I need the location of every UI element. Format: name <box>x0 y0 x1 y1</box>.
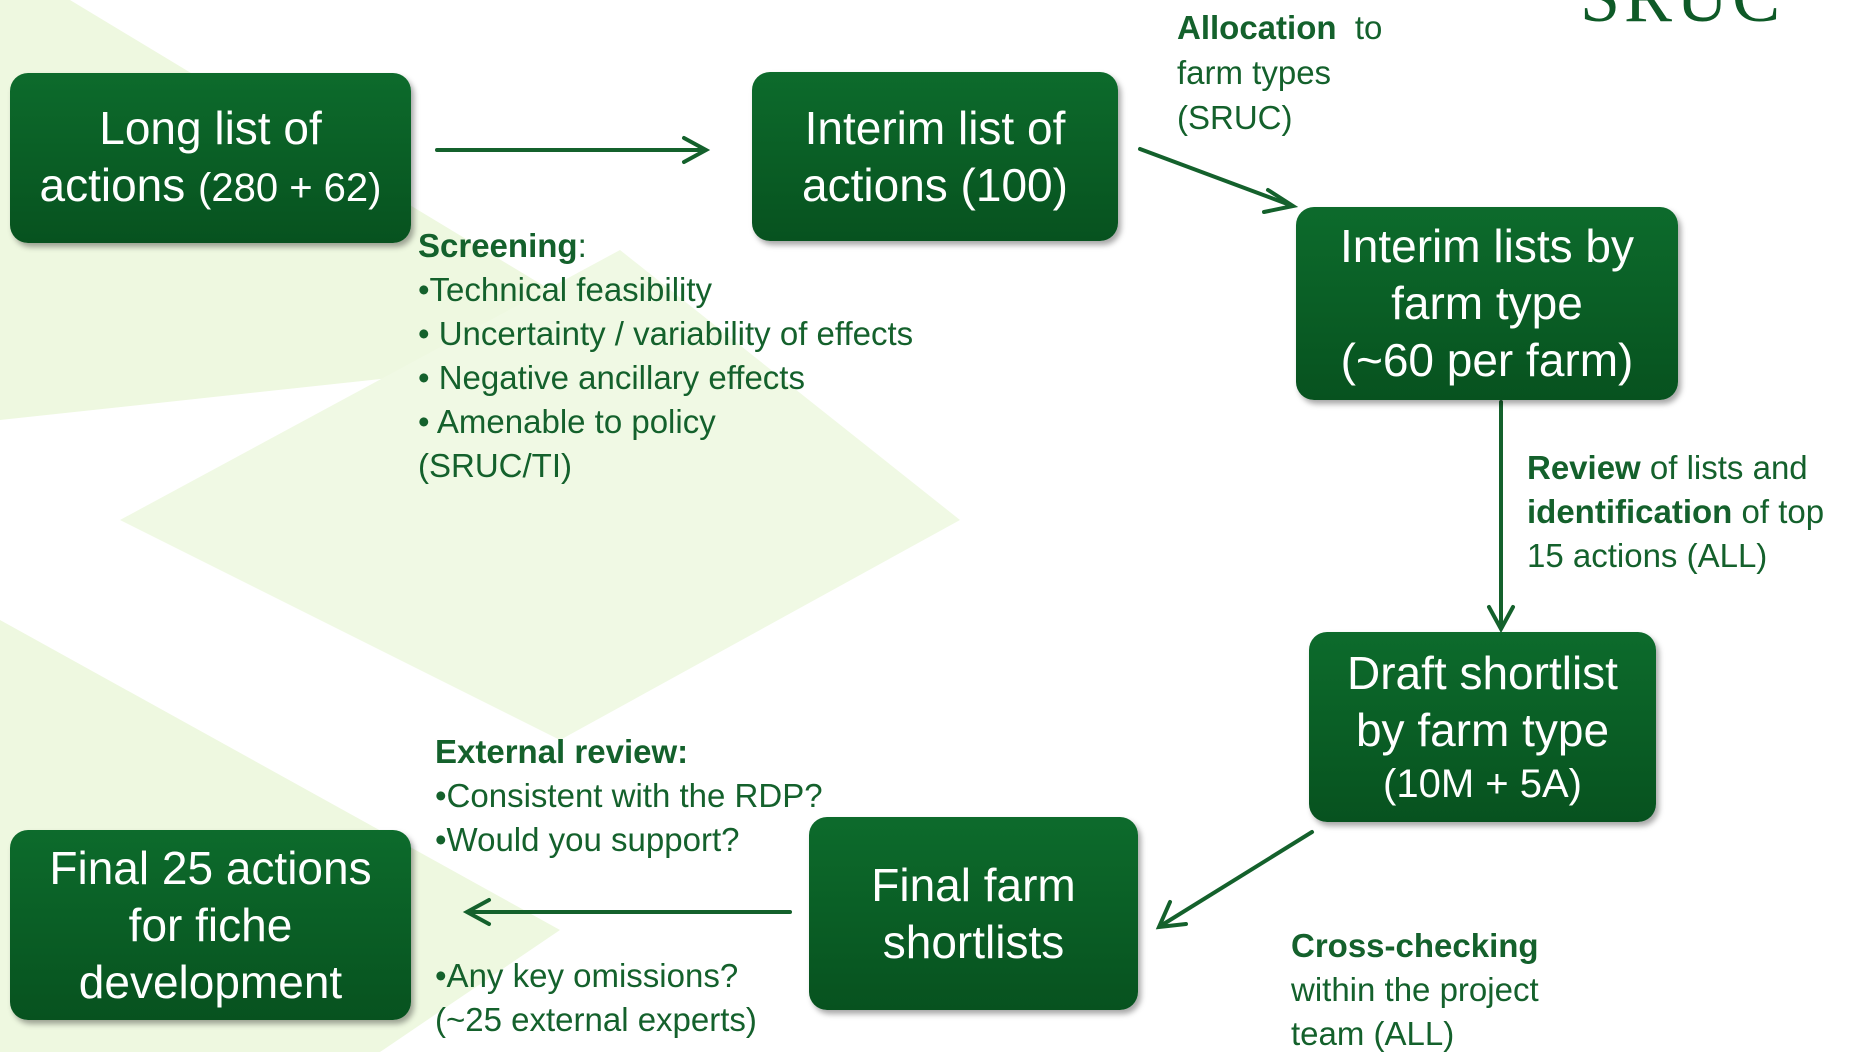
box-interim-by-type-line3: (~60 per farm) <box>1340 334 1634 386</box>
box-long-list-line2-small: (280 + 62) <box>198 165 382 210</box>
arrow-final-farm-to-final25 <box>462 898 792 926</box>
box-interim-list-line2: actions (100) <box>802 158 1068 211</box>
box-interim-by-type: Interim lists by farm type (~60 per farm… <box>1296 207 1678 400</box>
review-bold: Review <box>1527 449 1641 486</box>
crosscheck-line2: within the project <box>1291 971 1539 1008</box>
external-item-4: (~25 external experts) <box>435 1001 757 1038</box>
allocation-bold: Allocation <box>1177 9 1337 46</box>
box-final-farm-line2: shortlists <box>882 915 1065 968</box>
allocation-line1: Allocation to <box>1177 5 1382 50</box>
review-rest2: of top <box>1732 493 1825 530</box>
review-line2: identification of top <box>1527 490 1824 534</box>
annotation-screening: Screening: •Technical feasibility • Unce… <box>418 224 913 488</box>
box-draft-shortlist-line1: Draft shortlist <box>1347 647 1618 699</box>
review-rest1: of lists and <box>1640 449 1808 486</box>
box-final-25-line2: for fiche <box>128 898 293 951</box>
box-interim-list-line1: Interim list of <box>804 101 1066 154</box>
external-item-3: •Any key omissions? <box>435 957 739 994</box>
screening-title: Screening <box>418 227 578 264</box>
review-line1: Review of lists and <box>1527 446 1824 490</box>
sruc-logo: SRUC <box>1580 0 1784 39</box>
box-final-25-line1: Final 25 actions <box>49 841 372 894</box>
external-item-2: •Would you support? <box>435 821 740 858</box>
identification-bold: identification <box>1527 493 1733 530</box>
box-long-list-line2: actions (280 + 62) <box>40 157 382 217</box>
crosscheck-bold: Cross-checking <box>1291 927 1539 964</box>
allocation-line2: farm types <box>1177 54 1332 91</box>
arrow-long-to-interim <box>435 136 711 164</box>
arrow-bytype-to-draft <box>1487 400 1515 634</box>
box-long-list: Long list of actions (280 + 62) <box>10 73 411 243</box>
box-interim-by-type-line1: Interim lists by <box>1340 220 1634 272</box>
annotation-allocation: Allocation to farm types (SRUC) <box>1177 5 1382 140</box>
arrow-interim-to-bytype <box>1138 147 1299 214</box>
screening-item-1: •Technical feasibility <box>418 271 713 308</box>
box-draft-shortlist-line3: (10M + 5A) <box>1383 762 1582 806</box>
box-interim-by-type-line2: farm type <box>1391 277 1583 329</box>
box-draft-shortlist: Draft shortlist by farm type (10M + 5A) <box>1309 632 1656 822</box>
box-final-farm-line1: Final farm <box>871 858 1076 911</box>
annotation-external-omissions: •Any key omissions? (~25 external expert… <box>435 954 757 1042</box>
external-item-1: •Consistent with the RDP? <box>435 777 823 814</box>
box-draft-shortlist-line2: by farm type <box>1355 704 1610 756</box>
crosscheck-line1: Cross-checking <box>1291 924 1539 968</box>
annotation-external-review: External review: •Consistent with the RD… <box>435 730 823 862</box>
screening-source: (SRUC/TI) <box>418 447 572 484</box>
arrow-draft-to-final-farm <box>1155 830 1314 930</box>
screening-item-2: • Uncertainty / variability of effects <box>418 315 914 352</box>
screening-item-4: • Amenable to policy <box>418 403 716 440</box>
review-line3: 15 actions (ALL) <box>1527 537 1768 574</box>
external-title-text: External review: <box>435 733 689 770</box>
allocation-line3: (SRUC) <box>1177 99 1293 136</box>
annotation-review: Review of lists and identification of to… <box>1527 446 1824 578</box>
bg-diamond <box>120 250 960 740</box>
external-title: External review: <box>435 730 823 774</box>
crosscheck-line3: team (ALL) <box>1291 1015 1455 1052</box>
box-interim-list: Interim list of actions (100) <box>752 72 1118 241</box>
box-final-farm: Final farm shortlists <box>809 817 1138 1010</box>
annotation-crosscheck: Cross-checking within the project team (… <box>1291 924 1539 1056</box>
box-long-list-line2-main: actions <box>39 158 186 211</box>
allocation-rest: to <box>1336 9 1383 46</box>
screening-colon: : <box>577 227 587 264</box>
box-long-list-line1: Long list of <box>99 101 322 154</box>
box-final-25: Final 25 actions for fiche development <box>10 830 411 1020</box>
box-final-25-line3: development <box>78 955 343 1008</box>
screening-title-line: Screening: <box>418 224 913 268</box>
screening-item-3: • Negative ancillary effects <box>418 359 805 396</box>
